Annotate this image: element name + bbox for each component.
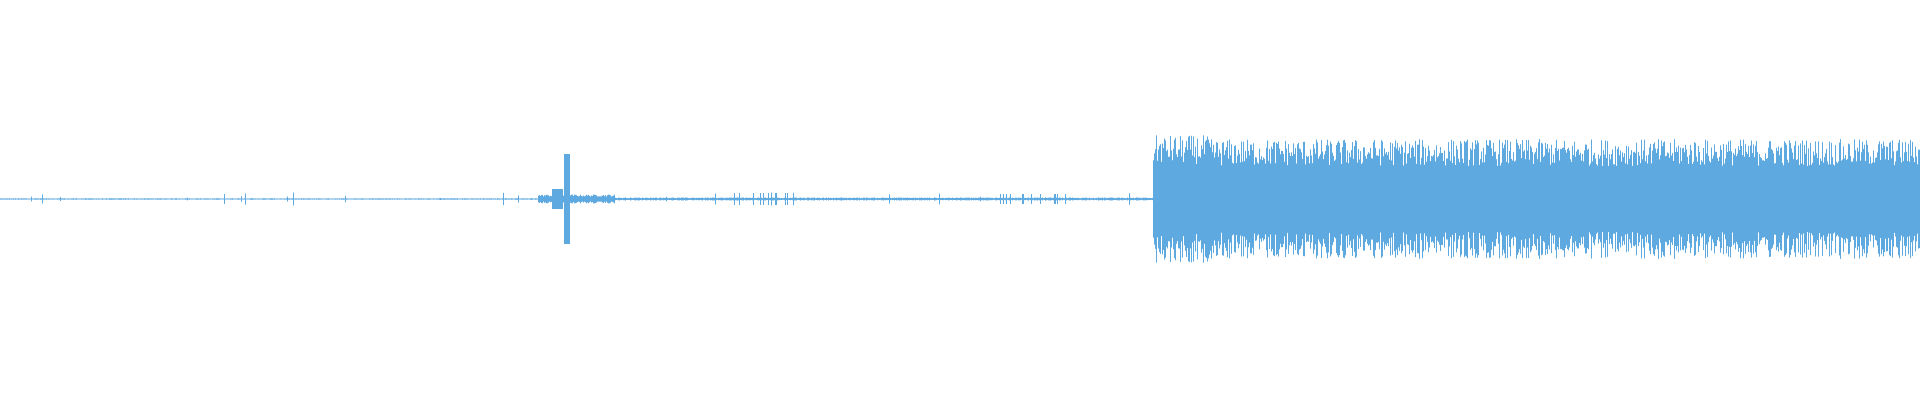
waveform-bars — [0, 135, 1920, 263]
